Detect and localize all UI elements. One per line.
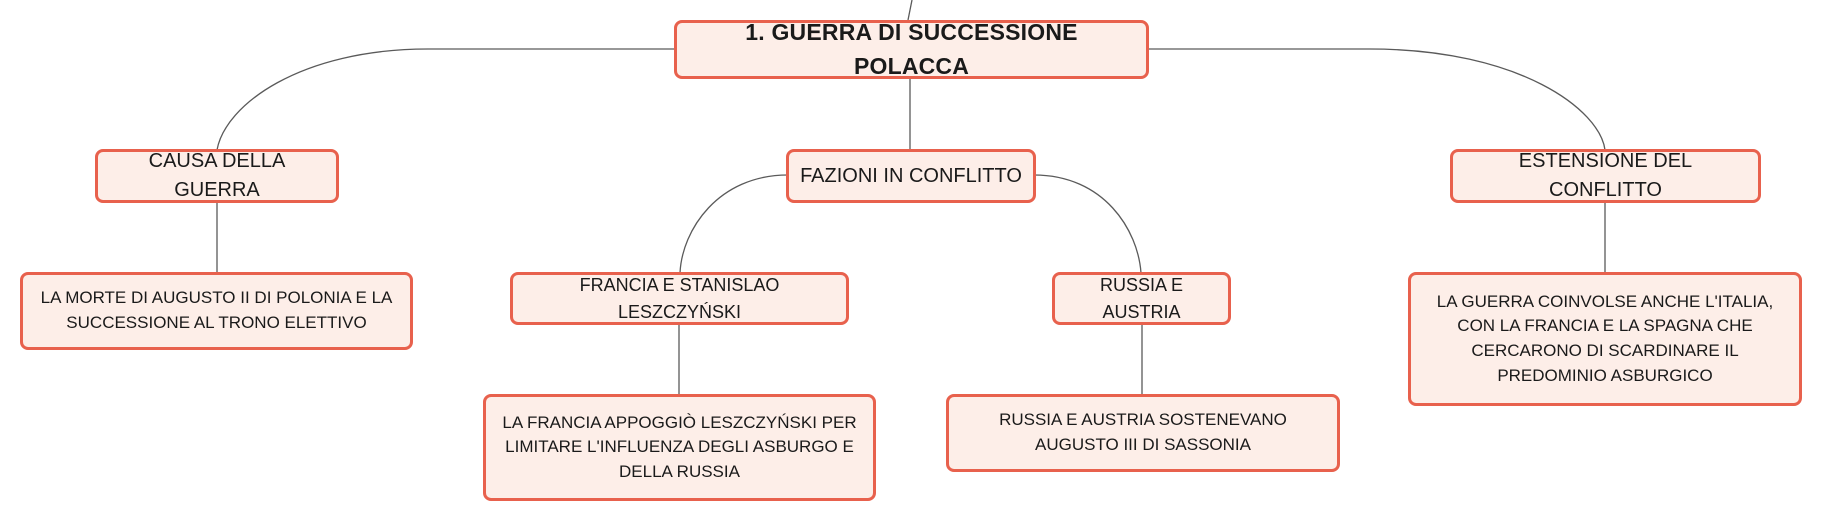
cause-detail-node[interactable]: LA MORTE DI AUGUSTO II DI POLONIA E LA S… xyxy=(20,272,413,350)
connector-root-to-extension xyxy=(1146,48,1606,151)
extension-detail-text: LA GUERRA COINVOLSE ANCHE L'ITALIA, CON … xyxy=(1436,291,1774,385)
branch-node-extension-label: ESTENSIONE DEL CONFLITTO xyxy=(1518,150,1693,201)
cause-detail-text: LA MORTE DI AUGUSTO II DI POLONIA E LA S… xyxy=(40,288,393,332)
branch-node-cause-label: CAUSA DELLA GUERRA xyxy=(148,150,286,201)
faction-node-francia[interactable]: FRANCIA E STANISLAO LESZCZYŃSKI xyxy=(510,272,849,325)
connector-factions-to-francia xyxy=(679,174,789,274)
branch-node-factions-label: FAZIONI IN CONFLITTO xyxy=(800,164,1022,187)
connector-root-parent xyxy=(907,0,913,21)
francia-detail-node[interactable]: LA FRANCIA APPOGGIÒ LESZCZYŃSKI PER LIMI… xyxy=(483,394,876,501)
branch-node-factions[interactable]: FAZIONI IN CONFLITTO xyxy=(786,149,1036,203)
russia-detail-node[interactable]: RUSSIA E AUSTRIA SOSTENEVANO AUGUSTO III… xyxy=(946,394,1340,472)
faction-node-russia-label: RUSSIA E AUSTRIA xyxy=(1099,275,1184,322)
branch-node-extension[interactable]: ESTENSIONE DEL CONFLITTO xyxy=(1450,149,1761,203)
faction-node-russia[interactable]: RUSSIA E AUSTRIA xyxy=(1052,272,1231,325)
branch-node-cause[interactable]: CAUSA DELLA GUERRA xyxy=(95,149,339,203)
russia-detail-text: RUSSIA E AUSTRIA SOSTENEVANO AUGUSTO III… xyxy=(999,410,1287,454)
connector-root-to-cause xyxy=(216,48,674,151)
faction-node-francia-label: FRANCIA E STANISLAO LESZCZYŃSKI xyxy=(579,275,780,322)
root-node[interactable]: 1. GUERRA DI SUCCESSIONE POLACCA xyxy=(674,19,1149,79)
root-node-label: 1. GUERRA DI SUCCESSIONE POLACCA xyxy=(745,19,1078,79)
connector-factions-to-russia xyxy=(1033,174,1142,274)
francia-detail-text: LA FRANCIA APPOGGIÒ LESZCZYŃSKI PER LIMI… xyxy=(502,412,857,481)
extension-detail-node[interactable]: LA GUERRA COINVOLSE ANCHE L'ITALIA, CON … xyxy=(1408,272,1802,406)
